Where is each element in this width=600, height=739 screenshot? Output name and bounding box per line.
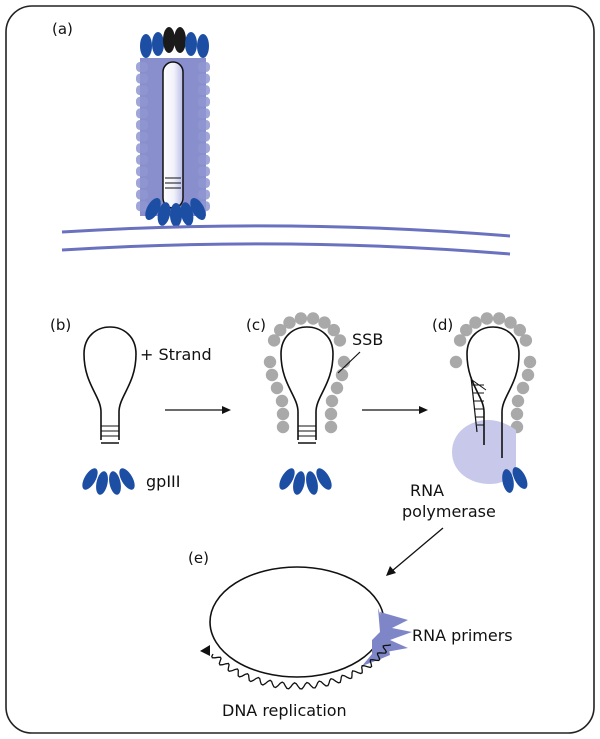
- coat-subunit: [136, 189, 148, 200]
- ssb-protein: [265, 368, 279, 382]
- coat-subunit: [198, 62, 210, 72]
- plus-strand-loop-c: [280, 326, 334, 444]
- ssb-protein: [521, 368, 535, 382]
- ssb-protein: [270, 381, 284, 395]
- ssb-protein: [516, 381, 530, 395]
- ssb-protein: [263, 355, 277, 369]
- gpIII-proteins-d: [502, 467, 528, 493]
- coat-subunit: [198, 143, 210, 154]
- ssb-protein: [469, 316, 482, 329]
- viral-dna-tube: [162, 61, 184, 209]
- panel-a-label: (a): [52, 20, 73, 38]
- ssb-protein: [325, 394, 339, 408]
- panel-c-label: (c): [246, 316, 266, 334]
- coat-subunit: [136, 166, 148, 177]
- coat-subunit: [136, 85, 148, 96]
- coat-subunit: [198, 178, 210, 188]
- gpIII-proteins-b: [82, 468, 135, 495]
- ssb-protein: [327, 323, 340, 337]
- ssb-proteins-d: [449, 312, 537, 434]
- tube-stem-lines: [165, 177, 181, 189]
- coat-subunit: [136, 143, 148, 154]
- coat-subunit: [136, 178, 148, 188]
- coat-subunit: [198, 154, 210, 165]
- coat-subunit: [136, 120, 148, 130]
- coat-subunit: [136, 73, 148, 84]
- ssb-protein: [306, 312, 320, 325]
- ssb-protein: [460, 323, 473, 337]
- ssb-protein: [274, 323, 287, 337]
- coat-subunit: [136, 108, 148, 119]
- phage-particle: [136, 27, 210, 227]
- arrow-c-to-d: [362, 406, 428, 414]
- ssb-protein: [276, 407, 290, 421]
- dna-replication-arrowhead: [200, 645, 210, 656]
- ssb-protein: [283, 316, 296, 329]
- ssb-protein: [267, 334, 281, 347]
- gpIII-proteins-c: [279, 468, 332, 495]
- plus-strand-loop-d: [466, 326, 520, 458]
- arrow-b-to-c: [165, 406, 231, 414]
- panel-e-label: (e): [188, 549, 209, 567]
- coat-subunit: [198, 96, 210, 107]
- ssb-protein: [480, 312, 494, 325]
- ssb-protein: [275, 394, 289, 408]
- ssb-protein: [504, 316, 517, 329]
- ssb-proteins-c: [263, 312, 351, 434]
- ssb-protein: [335, 368, 349, 382]
- circular-plus-strand: [209, 566, 385, 678]
- ssb-protein: [513, 323, 526, 337]
- polymerase-label: polymerase: [402, 502, 496, 521]
- ssb-protein: [449, 355, 463, 369]
- coat-subunit: [198, 85, 210, 96]
- ssb-protein: [519, 334, 533, 347]
- coat-subunit: [198, 73, 210, 84]
- dna-replication-new-strand: [211, 644, 391, 690]
- ssb-protein: [333, 334, 347, 347]
- plus-strand-label: + Strand: [140, 345, 212, 364]
- panel-b-label: (b): [50, 316, 71, 334]
- rna-primer-ladder: [472, 384, 484, 426]
- ssb-protein: [276, 420, 290, 434]
- coat-subunit: [136, 96, 148, 107]
- ssb-protein: [511, 394, 525, 408]
- coat-subunit: [198, 120, 210, 130]
- ssb-label: SSB: [352, 330, 383, 349]
- rna-polymerase-shape: [452, 420, 516, 484]
- ssb-protein: [453, 334, 467, 347]
- ssb-protein: [294, 312, 308, 325]
- panel-d-label: (d): [432, 316, 453, 334]
- coat-subunit: [136, 201, 148, 212]
- coat-subunit: [198, 108, 210, 119]
- arrow-d-to-e: [386, 527, 444, 576]
- coat-subunit: [198, 189, 210, 200]
- coat-subunit: [198, 131, 210, 142]
- coat-protein-subunits: [136, 62, 210, 212]
- gpIII-label: gpIII: [146, 472, 180, 491]
- rna-label: RNA: [410, 481, 444, 500]
- coat-subunit: [136, 62, 148, 72]
- coat-subunit: [136, 131, 148, 142]
- ssb-protein: [324, 420, 338, 434]
- rna-primers-fragments: [380, 612, 412, 652]
- bacterial-membrane: [61, 224, 511, 256]
- dna-replication-label: DNA replication: [222, 701, 347, 720]
- rna-primers-label: RNA primers: [412, 626, 513, 645]
- gpVIII-top-caps: [140, 27, 209, 58]
- ssb-protein: [330, 381, 344, 395]
- gpIII-bottom-caps: [145, 198, 206, 227]
- coat-subunit: [136, 154, 148, 165]
- ssb-leader-line: [337, 351, 361, 374]
- ssb-protein: [492, 312, 506, 325]
- plus-strand-loop-b: [83, 326, 137, 444]
- coat-subunit: [198, 166, 210, 177]
- ssb-protein: [523, 355, 537, 369]
- ssb-protein: [318, 316, 331, 329]
- ssb-protein: [324, 407, 338, 421]
- ssb-protein: [510, 407, 524, 421]
- ssb-protein: [337, 355, 351, 369]
